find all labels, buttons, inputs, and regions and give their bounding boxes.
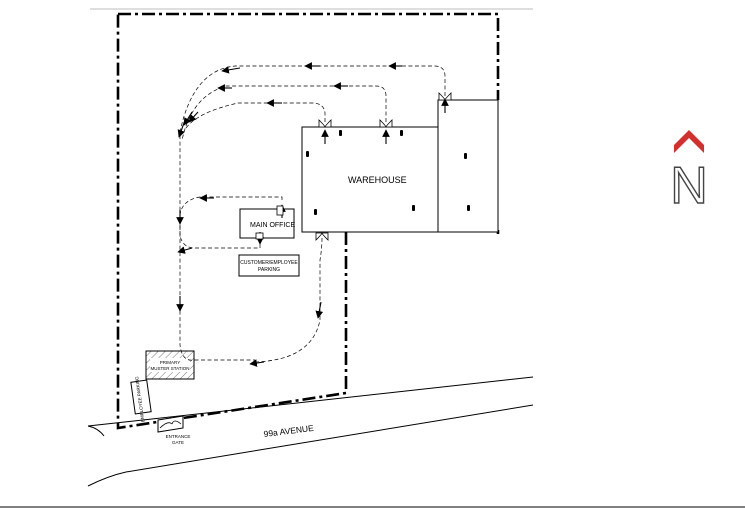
exit-door-icon bbox=[315, 232, 329, 241]
exit-door-icon bbox=[255, 232, 264, 240]
route-arrow bbox=[221, 66, 241, 74]
fire-extinguisher-icon bbox=[412, 205, 415, 211]
north-arrow-icon: N bbox=[670, 130, 708, 216]
fire-extinguisher-icon bbox=[306, 151, 309, 157]
route-inner bbox=[185, 102, 326, 129]
road: 99a AVENUE bbox=[87, 376, 534, 487]
route-arrow bbox=[177, 246, 193, 254]
exit-door-icon bbox=[379, 119, 393, 128]
route-arrows bbox=[176, 62, 449, 367]
warehouse-building bbox=[301, 126, 439, 233]
fire-extinguisher-icon bbox=[467, 205, 470, 211]
warehouse-label: WAREHOUSE bbox=[348, 175, 407, 185]
exit-doors bbox=[255, 92, 452, 241]
customer-parking-area bbox=[238, 254, 300, 277]
parking-label-line1: CUSTOMER/EMPLOYEE bbox=[240, 260, 298, 266]
route-south bbox=[254, 237, 323, 363]
north-label: N bbox=[670, 157, 708, 215]
main-office-label: MAIN OFFICE bbox=[250, 222, 295, 229]
exit-door-icon bbox=[318, 119, 332, 128]
fire-extinguisher-icon bbox=[339, 130, 342, 136]
entrance-gate: ENTRANCE GATE bbox=[157, 415, 191, 445]
muster-label-line1: PRIMARY bbox=[160, 360, 180, 365]
employee-parking-area: EMPLOYEE PARKING bbox=[130, 376, 152, 423]
muster-label-bg bbox=[150, 358, 190, 372]
fire-extinguisher-icon bbox=[464, 153, 467, 159]
route-arrow bbox=[315, 301, 324, 319]
parking-label-line2: PARKING bbox=[258, 267, 280, 273]
fire-extinguisher-icon bbox=[400, 130, 403, 136]
employee-parking-label: EMPLOYEE PARKING bbox=[134, 376, 145, 423]
route-arrow bbox=[249, 359, 265, 367]
entrance-label-line2: GATE bbox=[172, 440, 184, 445]
exit-door-icon bbox=[276, 205, 284, 216]
exit-door-icon bbox=[438, 92, 452, 101]
fire-extinguishers bbox=[306, 130, 470, 215]
main-office-building bbox=[239, 208, 295, 239]
route-arrow bbox=[188, 111, 199, 123]
street-label: 99a AVENUE bbox=[263, 423, 315, 439]
fire-extinguisher-icon bbox=[314, 209, 317, 215]
entrance-label-line1: ENTRANCE bbox=[166, 434, 191, 439]
annex-building bbox=[437, 99, 499, 233]
route-outer bbox=[179, 65, 446, 361]
route-arrow bbox=[183, 111, 193, 126]
muster-label-line2: MUSTER STATION bbox=[150, 366, 189, 371]
